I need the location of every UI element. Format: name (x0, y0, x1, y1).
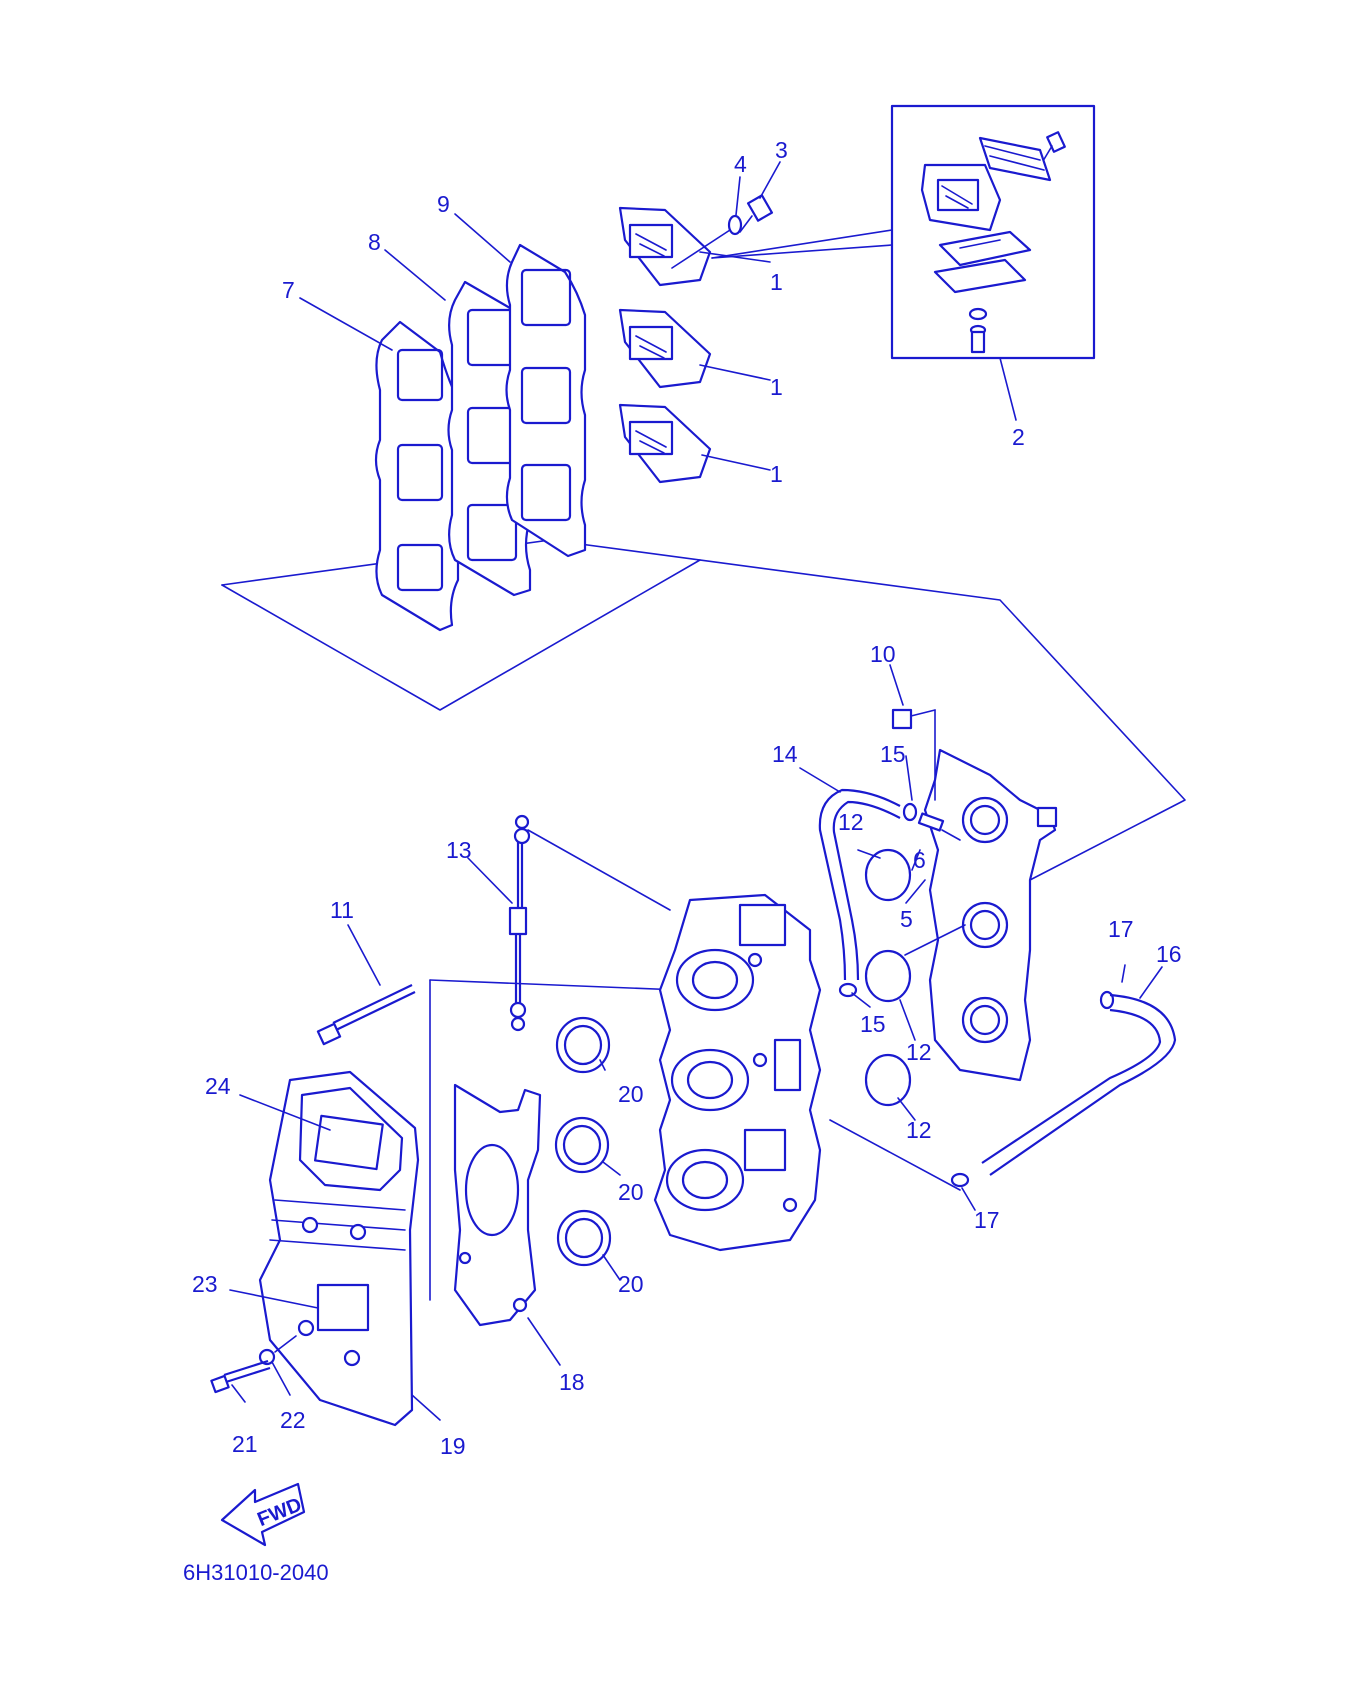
reed-valve-1a (618, 206, 712, 287)
callout-21: 21 (232, 1431, 258, 1457)
clip-17a (1099, 990, 1115, 1010)
callout-15a: 15 (880, 741, 906, 767)
callout-23: 23 (192, 1271, 218, 1297)
callout-4: 4 (734, 151, 747, 177)
washer-22 (258, 1348, 276, 1366)
callout-5: 5 (900, 906, 913, 932)
silencer-cover-19 (258, 1070, 420, 1427)
upper-group-outline-lower (221, 559, 701, 711)
callout-8: 8 (368, 229, 381, 255)
washer-4 (727, 214, 743, 236)
drawing-code: 6H31010-2040 (183, 1560, 329, 1585)
gasket-9 (505, 243, 587, 558)
carb-outline-left (429, 979, 681, 991)
callout-2: 2 (1012, 424, 1025, 450)
o-ring-12a (864, 848, 912, 902)
reed-valve-inset-box (890, 104, 1096, 360)
callout-1c: 1 (770, 461, 783, 487)
reed-valve-1b (618, 308, 712, 389)
callout-12b: 12 (906, 1039, 932, 1065)
carburetor-assembly (653, 893, 822, 1252)
callout-10: 10 (870, 641, 896, 667)
callout-6: 6 (913, 847, 926, 873)
bolt-21 (210, 1359, 271, 1394)
bolt-10 (891, 708, 936, 801)
callout-15b: 15 (860, 1011, 886, 1037)
carb-outline-bottom (829, 1119, 961, 1191)
screw-3 (739, 194, 774, 233)
bolt-11 (316, 979, 431, 1301)
callout-17a: 17 (1108, 916, 1134, 942)
callout-24: 24 (205, 1073, 231, 1099)
hose-16 (989, 993, 1177, 1176)
callout-9: 9 (437, 191, 450, 217)
clip-15a (902, 802, 918, 822)
clip-17b (950, 1172, 970, 1188)
callout-14: 14 (772, 741, 798, 767)
reed-valve-inset-parts (920, 131, 1066, 354)
callout-1a: 1 (770, 269, 783, 295)
callout-11: 11 (330, 897, 354, 923)
callout-18: 18 (559, 1369, 585, 1395)
fwd-arrow: FWD (220, 1482, 306, 1547)
callout-7: 7 (282, 277, 295, 303)
callout-19: 19 (440, 1433, 466, 1459)
seal-20b-inner (562, 1124, 602, 1166)
seal-20a-inner (563, 1024, 603, 1066)
callouts: 1 1 1 2 3 4 5 6 7 8 9 10 11 12 12 12 13 … (192, 137, 1182, 1459)
callout-13: 13 (446, 837, 472, 863)
callout-12c: 12 (906, 1117, 932, 1143)
o-ring-12c (864, 1053, 912, 1107)
intake-manifold-5 (923, 748, 1058, 1082)
link-rod-13 (508, 814, 671, 1032)
callout-3: 3 (775, 137, 788, 163)
clip-15b (838, 982, 858, 998)
callout-1b: 1 (770, 374, 783, 400)
callout-20a: 20 (618, 1081, 644, 1107)
callout-20c: 20 (618, 1271, 644, 1297)
gasket-7 (374, 320, 460, 632)
silencer-gasket-18 (453, 1083, 542, 1327)
callout-12a: 12 (838, 809, 864, 835)
callout-16: 16 (1156, 941, 1182, 967)
hose-14 (818, 788, 901, 981)
leader-lines (229, 161, 1163, 1421)
callout-22: 22 (280, 1407, 306, 1433)
fitting-6 (917, 812, 945, 832)
callout-20b: 20 (618, 1179, 644, 1205)
seal-20c-inner (564, 1217, 604, 1259)
callout-17b: 17 (974, 1207, 1000, 1233)
reed-valve-1c (618, 403, 712, 484)
o-ring-12b (864, 949, 912, 1003)
